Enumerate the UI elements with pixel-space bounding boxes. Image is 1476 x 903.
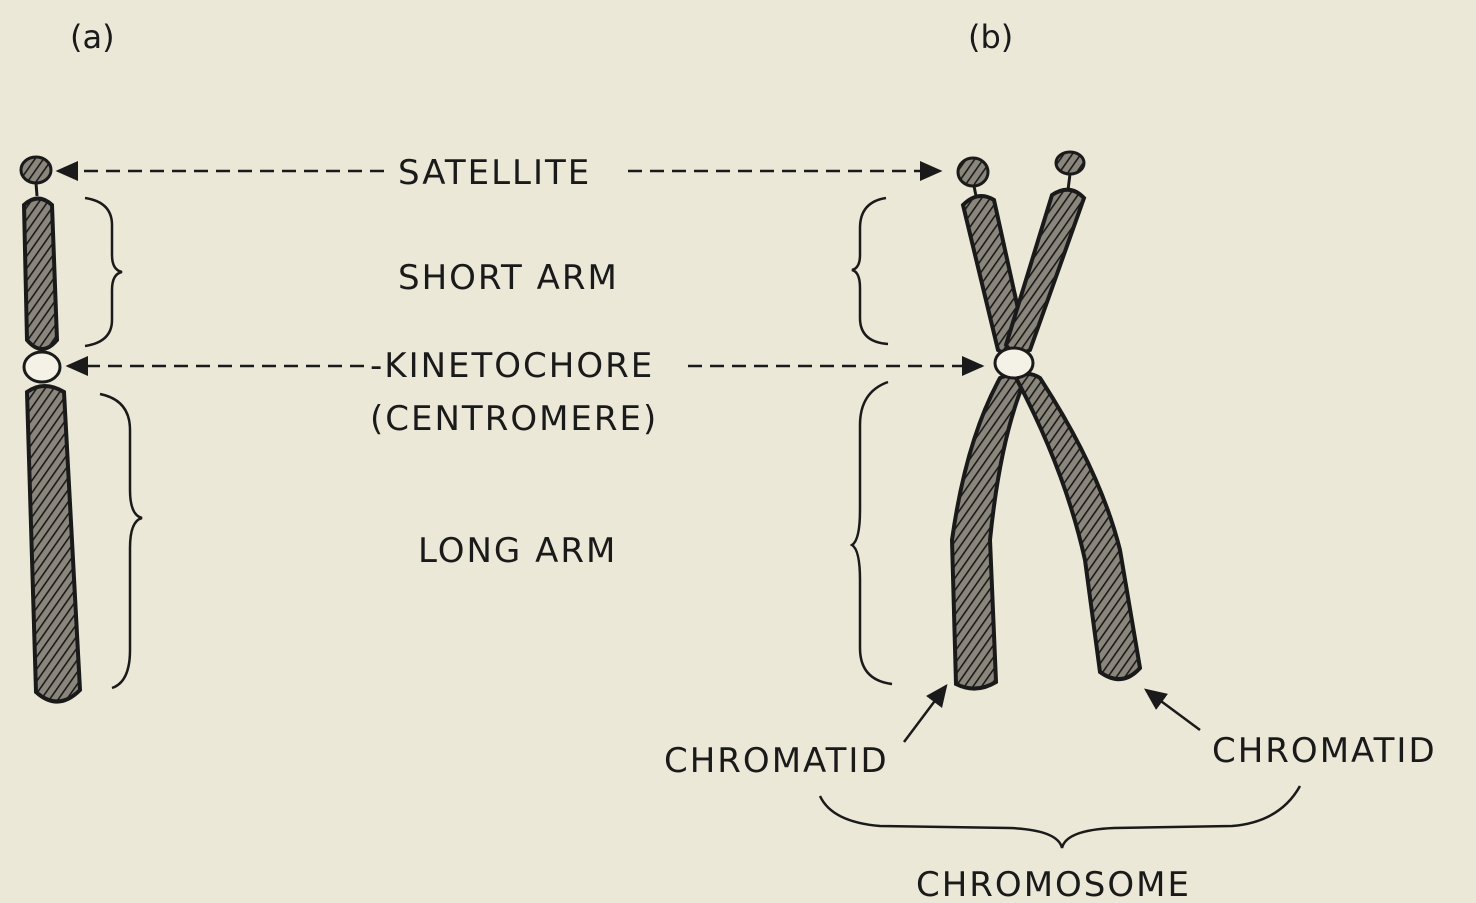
- chromosome-b: [952, 152, 1140, 689]
- satellite-b-right: [1056, 152, 1084, 174]
- satellite-label: SATELLITE: [398, 153, 591, 193]
- chromatid-right-short-arm: [1006, 190, 1084, 353]
- short-arm-a: [24, 199, 57, 350]
- centromere-a: [24, 352, 60, 382]
- chromatid-left-arrow: [904, 686, 946, 742]
- panel-label-a: (a): [70, 18, 115, 56]
- chromosome-label: CHROMOSOME: [916, 865, 1191, 903]
- chromatid-left-label: CHROMATID: [664, 741, 889, 781]
- satellite-a: [21, 157, 51, 183]
- chromatid-right-arrow: [1146, 690, 1200, 730]
- chromatid-right-label: CHROMATID: [1212, 731, 1437, 771]
- satellite-b-left: [958, 158, 988, 186]
- chromosome-a: [21, 157, 80, 702]
- long-arm-brace-b: [852, 382, 892, 684]
- panel-label-b: (b): [968, 18, 1013, 56]
- centromere-b: [995, 348, 1033, 378]
- chromosome-brace: [820, 786, 1300, 848]
- long-arm-label: LONG ARM: [418, 531, 617, 571]
- long-arm-brace-a: [100, 394, 142, 688]
- short-arm-label: SHORT ARM: [398, 258, 619, 298]
- kinetochore-label: -KINETOCHORE: [370, 346, 654, 386]
- chromatid-left-long-arm: [952, 376, 1024, 689]
- chromatid-right-long-arm: [1016, 374, 1140, 679]
- short-arm-brace-b: [852, 198, 888, 344]
- long-arm-a: [27, 386, 80, 702]
- short-arm-brace-a: [85, 198, 122, 346]
- centromere-label: (CENTROMERE): [370, 399, 658, 439]
